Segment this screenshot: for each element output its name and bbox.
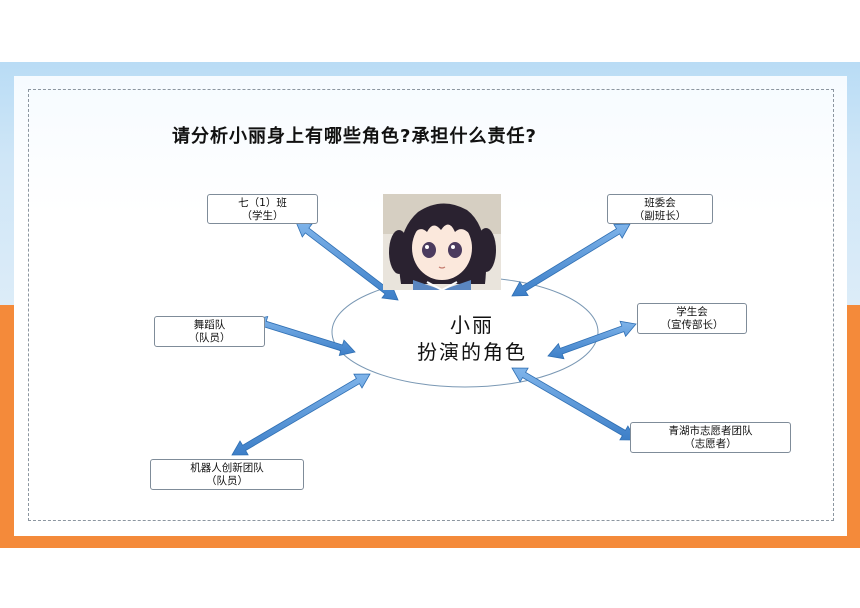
role-title: （学生）: [241, 210, 284, 222]
role-box-dance: 舞蹈队 （队员）: [154, 316, 265, 347]
role-box-robot: 机器人创新团队 （队员）: [150, 459, 304, 490]
center-label: 小丽 扮演的角色: [382, 312, 562, 366]
role-group: 青湖市志愿者团队: [668, 425, 753, 437]
dashed-frame: [28, 89, 834, 521]
role-box-student-union: 学生会 （宣传部长）: [637, 303, 747, 334]
role-group: 学生会: [676, 306, 708, 318]
arrows: [231, 221, 637, 456]
role-group: 舞蹈队: [193, 319, 226, 331]
anime-girl-portrait-icon: [383, 194, 501, 290]
arrow-robot: [231, 373, 371, 456]
arrow-class: [295, 221, 399, 301]
role-group: 机器人创新团队: [190, 462, 264, 474]
center-subtitle: 扮演的角色: [417, 340, 527, 364]
arrow-student-union: [547, 320, 637, 360]
role-title: （队员）: [206, 475, 248, 487]
center-name: 小丽: [450, 313, 494, 337]
role-title: （宣传部长）: [660, 319, 724, 331]
arrow-volunteer: [511, 367, 637, 441]
role-box-volunteer: 青湖市志愿者团队 （志愿者）: [630, 422, 791, 453]
role-title: （队员）: [188, 332, 231, 344]
role-box-class-committee: 班委会 （副班长）: [607, 194, 713, 224]
role-group: 班委会: [644, 197, 676, 209]
role-group: 七（1）班: [238, 197, 287, 209]
arrow-class-committee: [511, 223, 631, 297]
role-title: （副班长）: [633, 210, 687, 222]
role-title: （志愿者）: [684, 438, 737, 450]
question-title: 请分析小丽身上有哪些角色?承担什么责任?: [172, 126, 537, 147]
role-box-class: 七（1）班 （学生）: [207, 194, 318, 224]
